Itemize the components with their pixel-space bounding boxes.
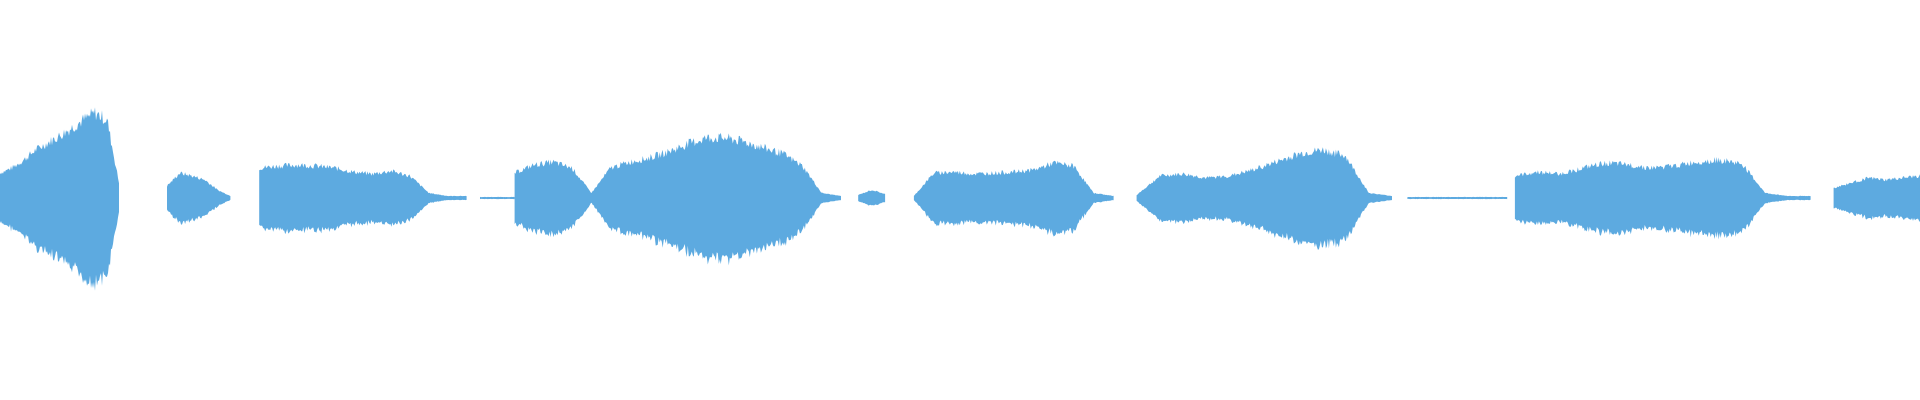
waveform-clip-9[interactable] [1407,196,1508,200]
waveform-clip-5[interactable] [514,132,841,266]
waveform-clip-4[interactable] [480,196,515,200]
waveform-clip-1[interactable] [0,107,119,291]
waveform-clip-10[interactable] [1514,157,1811,240]
waveform-clip-2[interactable] [167,171,231,225]
waveform-clip-7[interactable] [913,160,1114,237]
waveform-clip-3[interactable] [259,162,467,235]
waveform-clip-6[interactable] [858,190,886,206]
waveform-clip-8[interactable] [1136,147,1392,250]
waveform-clip-11[interactable] [1833,174,1920,222]
